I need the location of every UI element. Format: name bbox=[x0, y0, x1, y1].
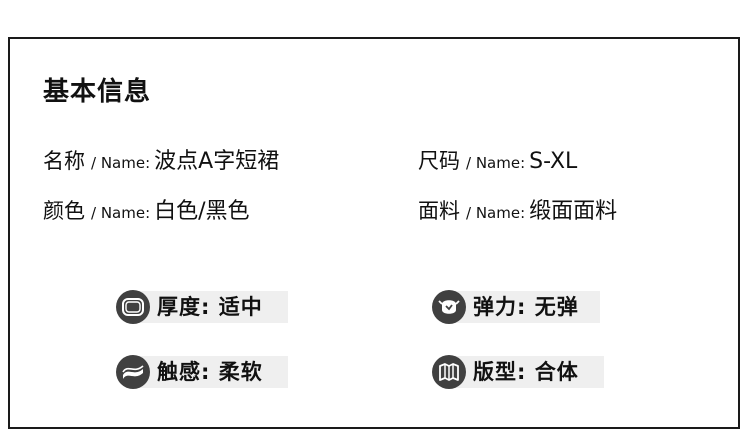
spec-sublabel: / Name: bbox=[466, 204, 526, 222]
spec-value: 波点A字短裙 bbox=[154, 149, 280, 174]
spec-value: 白色/黑色 bbox=[154, 199, 250, 224]
fit-icon bbox=[432, 355, 466, 389]
thickness-icon bbox=[116, 290, 150, 324]
spec-size: 尺码 / Name: S-XL bbox=[418, 151, 577, 173]
spec-value: 缎面面料 bbox=[529, 199, 618, 224]
texture-icon bbox=[116, 355, 150, 389]
attribute-text: 厚度: 适中 bbox=[157, 294, 263, 319]
attribute-text: 弹力: 无弹 bbox=[473, 294, 579, 319]
spec-sublabel: / Name: bbox=[91, 154, 151, 172]
pill-background bbox=[136, 356, 288, 388]
product-info-card: 基本信息 名称 / Name: 波点A字短裙 尺码 / Name: S-XL 颜… bbox=[8, 37, 740, 429]
pill-background bbox=[452, 291, 600, 323]
spec-color: 颜色 / Name: 白色/黑色 bbox=[43, 201, 250, 223]
pill-background bbox=[136, 291, 288, 323]
attribute-fit: 版型: 合体 bbox=[432, 355, 604, 389]
spec-name: 名称 / Name: 波点A字短裙 bbox=[43, 151, 279, 173]
attribute-texture: 触感: 柔软 bbox=[116, 355, 288, 389]
attribute-text: 触感: 柔软 bbox=[157, 359, 263, 384]
elasticity-icon bbox=[432, 290, 466, 324]
spec-label: 面料 bbox=[418, 199, 460, 223]
spec-sublabel: / Name: bbox=[466, 154, 526, 172]
spec-label: 颜色 bbox=[43, 199, 85, 223]
attribute-thickness: 厚度: 适中 bbox=[116, 290, 288, 324]
attribute-text: 版型: 合体 bbox=[473, 359, 579, 384]
spec-value: S-XL bbox=[529, 149, 578, 174]
spec-label: 名称 bbox=[43, 149, 85, 173]
spec-sublabel: / Name: bbox=[91, 204, 151, 222]
pill-background bbox=[452, 356, 604, 388]
spec-fabric: 面料 / Name: 缎面面料 bbox=[418, 201, 617, 223]
section-title: 基本信息 bbox=[43, 77, 152, 107]
attribute-elasticity: 弹力: 无弹 bbox=[432, 290, 600, 324]
spec-label: 尺码 bbox=[418, 149, 460, 173]
